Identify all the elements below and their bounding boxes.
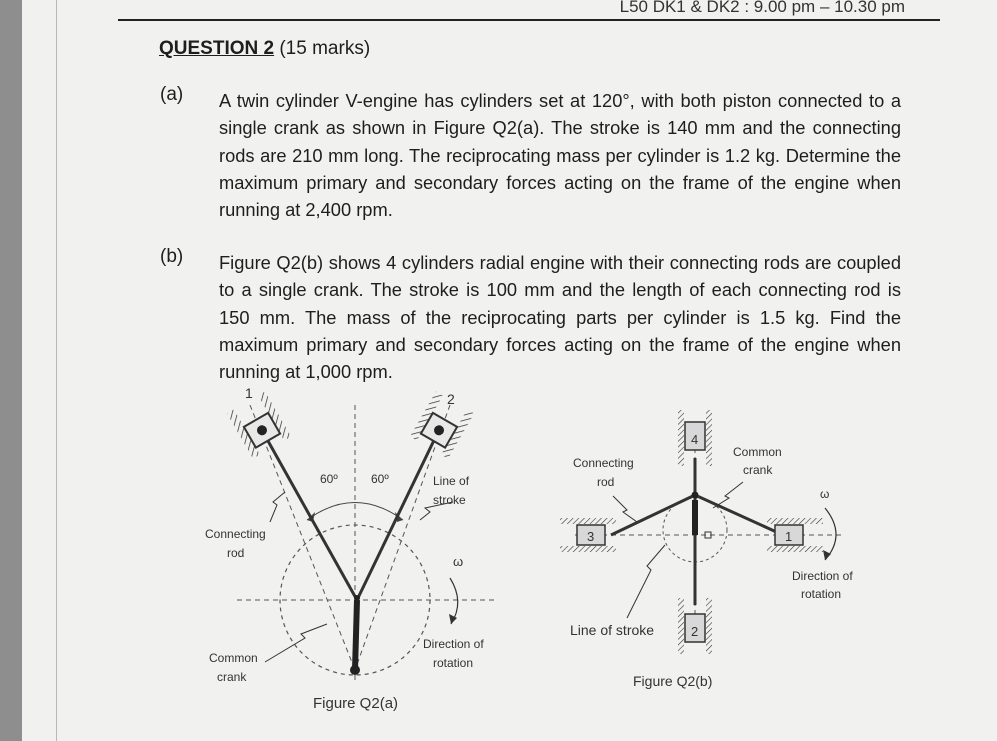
- line-of-stroke-label-1: Line of: [433, 474, 470, 488]
- question-title: QUESTION 2 (15 marks): [159, 38, 370, 60]
- cylinder-1: [767, 518, 823, 552]
- angle-right-label: 60º: [371, 472, 389, 486]
- direction-label-2: rotation: [433, 656, 473, 670]
- line-of-stroke-1: [249, 404, 356, 671]
- part-a-text: A twin cylinder V-engine has cylinders s…: [219, 90, 901, 221]
- connecting-rod-1: [694, 493, 784, 537]
- omega-symbol: ω: [453, 554, 463, 569]
- figure-a-caption: Figure Q2(a): [313, 695, 398, 712]
- angle-left-label: 60º: [320, 472, 338, 486]
- common-crank-label-2: crank: [743, 463, 773, 477]
- exam-session-header: L50 DK1 & DK2 : 9.00 pm – 10.30 pm: [619, 0, 905, 16]
- cylinder-1: [226, 391, 292, 459]
- omega-symbol: ω: [820, 487, 829, 501]
- connecting-rod-label-1: Connecting: [573, 456, 634, 470]
- part-a-label: (a): [160, 84, 184, 105]
- header-rule: [118, 19, 940, 21]
- cylinder-1-label: 1: [245, 385, 253, 401]
- connecting-rod-label-2: rod: [227, 546, 244, 560]
- figure-b-caption: Figure Q2(b): [633, 673, 712, 689]
- common-crank: [352, 599, 360, 671]
- connecting-rod-label-1: Connecting: [205, 527, 266, 541]
- cylinder-4-label: 4: [691, 432, 698, 447]
- cylinder-2-label: 2: [447, 391, 455, 407]
- common-crank-label-1: Common: [733, 445, 782, 459]
- direction-label-1: Direction of: [792, 569, 853, 583]
- figure-q2a: 1 2 60º 60º Line of stroke Connecting ro…: [205, 385, 495, 712]
- line-of-stroke-2: [354, 404, 451, 671]
- figure-q2b: 4 2 3 1 Connecting rod Common crank ω Di…: [560, 410, 853, 689]
- cylinder-3-label: 3: [587, 529, 594, 544]
- cylinder-2-label: 2: [691, 624, 698, 639]
- connecting-rod-1: [261, 431, 359, 601]
- cylinder-2: [678, 598, 712, 654]
- connecting-rod-label-2: rod: [597, 475, 614, 489]
- connecting-rod-3: [610, 493, 696, 537]
- margin-line: [56, 0, 57, 741]
- part-b-text: Figure Q2(b) shows 4 cylinders radial en…: [219, 252, 901, 383]
- connecting-rod-2: [355, 431, 440, 601]
- exam-paper: [22, 0, 997, 741]
- part-b-label: (b): [160, 246, 184, 267]
- line-of-stroke-label-2: stroke: [433, 493, 466, 507]
- cylinder-4: [678, 410, 712, 466]
- common-crank-label-2: crank: [217, 670, 247, 684]
- common-crank-label-1: Common: [209, 651, 258, 665]
- cylinder-1-label: 1: [785, 529, 792, 544]
- question-number: QUESTION 2: [159, 38, 275, 59]
- direction-label-2: rotation: [801, 587, 841, 601]
- question-marks: (15 marks): [279, 38, 371, 59]
- line-of-stroke-label: Line of stroke: [570, 622, 654, 638]
- direction-label-1: Direction of: [423, 637, 484, 651]
- cylinder-2: [409, 391, 475, 459]
- cylinder-3: [560, 518, 616, 552]
